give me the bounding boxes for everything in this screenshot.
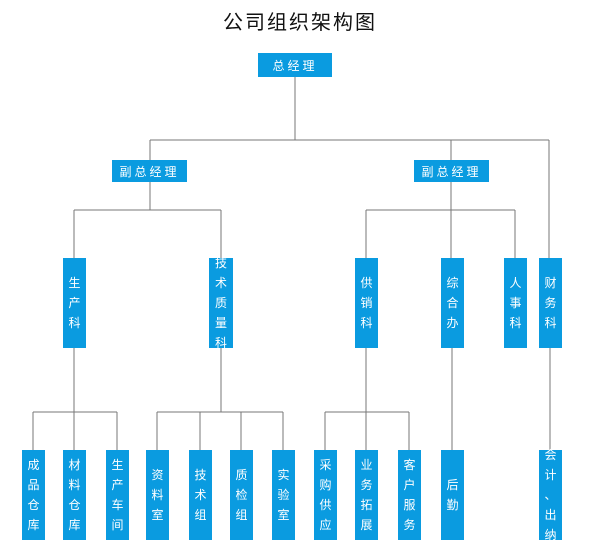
node-tech-quality: 技术质量科 (209, 256, 233, 350)
node-general-office: 综合办 (441, 258, 464, 348)
node-supply: 供销科 (355, 258, 378, 348)
node-accounting: 会计、出纳 (539, 448, 562, 542)
node-hr: 人事科 (504, 258, 527, 348)
node-biz-dev: 业务拓展 (355, 450, 378, 540)
node-general-manager: 总经理 (258, 53, 332, 77)
node-material-store: 材料仓库 (63, 450, 86, 540)
node-workshop: 生产车间 (106, 450, 129, 540)
node-finance: 财务科 (539, 258, 562, 348)
node-vice-gm-left: 副总经理 (112, 160, 187, 182)
node-vice-gm-right: 副总经理 (414, 160, 489, 182)
node-production: 生产科 (63, 258, 86, 348)
chart-title: 公司组织架构图 (223, 10, 377, 34)
node-procurement: 采购供应 (314, 450, 337, 540)
node-logistics: 后勤 (441, 450, 464, 540)
node-archive-room: 资料室 (146, 450, 169, 540)
node-finished-goods: 成品仓库 (22, 450, 45, 540)
node-lab: 实验室 (272, 450, 295, 540)
node-qc-group: 质检组 (230, 450, 253, 540)
node-tech-group: 技术组 (189, 450, 212, 540)
node-customer-service: 客户服务 (398, 450, 421, 540)
